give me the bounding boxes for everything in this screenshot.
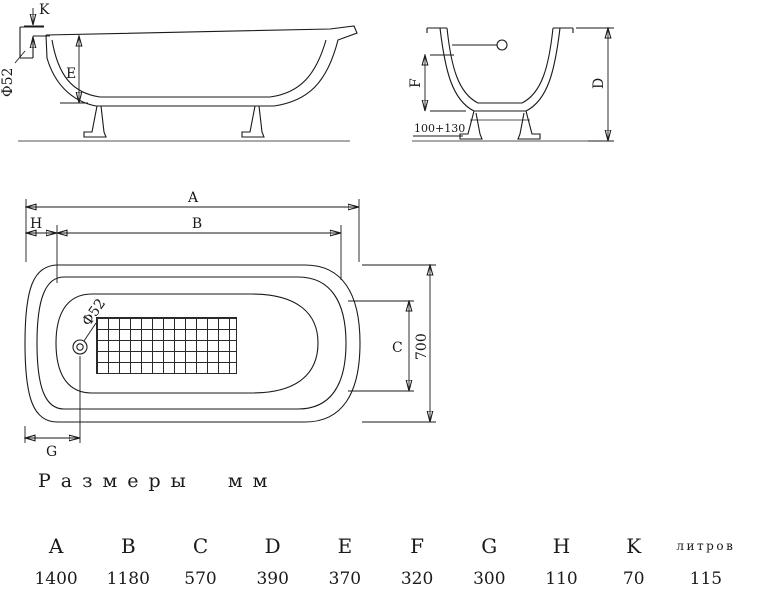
table-value: 110 — [545, 569, 578, 589]
end-view: F D 100+130 — [408, 27, 614, 142]
dim-g: G — [25, 356, 81, 460]
dim-a-label: A — [187, 190, 199, 206]
dim-f-label: F — [408, 78, 424, 88]
dim-k: K — [24, 2, 50, 48]
leg-height-label: 100+130 — [414, 122, 465, 135]
dim-a: A — [26, 190, 360, 262]
table-header: G — [481, 534, 498, 558]
tub-end-outer-wall — [439, 27, 561, 112]
dim-leg-height: 100+130 — [413, 122, 465, 137]
rear-leg — [241, 105, 265, 138]
dim-phi52-side: Ф52 — [0, 50, 26, 97]
dim-e: E — [60, 36, 88, 104]
dim-c: C — [348, 301, 414, 392]
left-leg — [459, 110, 483, 140]
tub-plan-bottom-outline — [55, 293, 319, 394]
table-header: H — [552, 534, 571, 558]
drain-diameter-label: Ф52 — [0, 68, 16, 97]
dim-b-label: B — [192, 216, 202, 232]
table-value: 300 — [473, 569, 506, 589]
right-leg — [517, 110, 541, 140]
tub-side-inner-line — [51, 39, 327, 98]
drain-leader — [83, 322, 97, 342]
dim-g-label: G — [46, 444, 57, 460]
dim-h: H — [26, 216, 58, 283]
table-header: F — [410, 534, 425, 558]
table-value: 1180 — [106, 569, 150, 589]
side-view: K E Ф52 — [0, 2, 358, 142]
drain-hole-outer — [72, 339, 88, 355]
table-header: D — [264, 534, 281, 558]
dim-e-label: E — [66, 66, 76, 82]
caption-dimensions-mm: Размеры мм — [38, 470, 278, 492]
dim-f: F — [408, 55, 466, 112]
table-header-liters: литров — [676, 539, 736, 553]
technical-drawing: K E Ф52 — [0, 2, 614, 460]
dim-b: B — [57, 216, 342, 280]
front-leg — [83, 105, 107, 138]
table-value-liters: 115 — [689, 569, 723, 589]
table-value: 1400 — [34, 569, 78, 589]
table-header: K — [626, 534, 642, 558]
dimension-table: A B C D E F G H K литров 1400 1180 570 3… — [20, 534, 742, 589]
table-value: 390 — [256, 569, 289, 589]
plan-width-label: 700 — [414, 333, 430, 360]
tub-end-inner-wall — [446, 27, 554, 104]
dim-k-label: K — [39, 2, 50, 18]
dim-h-label: H — [30, 216, 42, 232]
tub-side-outline — [45, 25, 358, 107]
dim-c-label: C — [392, 340, 403, 356]
tub-plan-outer-outline — [24, 264, 361, 423]
dim-d: D — [576, 28, 614, 142]
table-value: 320 — [400, 569, 434, 589]
drain-hole-inner — [76, 343, 84, 351]
dim-700: 700 — [362, 265, 436, 423]
tub-plan-rim-outline — [36, 276, 347, 410]
table-header: A — [48, 534, 64, 558]
table-value: 570 — [184, 569, 217, 589]
table-header: E — [337, 534, 353, 558]
plan-view: Ф52 A H B C — [25, 190, 436, 460]
table-value: 70 — [622, 569, 645, 589]
overflow-rim-detail — [19, 26, 46, 59]
dim-d-label: D — [591, 78, 607, 89]
table-header: B — [120, 534, 136, 558]
overflow-hole — [496, 39, 508, 51]
table-header: C — [192, 534, 209, 558]
anti-slip-grid — [96, 317, 237, 374]
table-value: 370 — [328, 569, 362, 589]
